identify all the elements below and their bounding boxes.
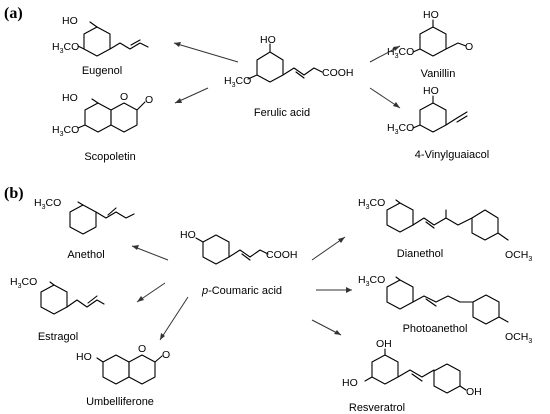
- photoanethol-och3: OCH3: [505, 331, 532, 345]
- eugenol-h3co: H3CO: [52, 41, 79, 55]
- photoanethol-label: Photoanethol: [403, 323, 468, 335]
- vinylguaiacol-label: 4-Vinylguaiacol: [415, 149, 489, 161]
- anethol-structure: H3CO: [34, 197, 135, 235]
- ferulic-h3co: H3CO: [224, 75, 251, 89]
- coumaric-ho: HO: [180, 229, 196, 241]
- vanillin-o: O: [465, 41, 473, 53]
- photoanethol-h3co: H3CO: [358, 274, 385, 288]
- umbelliferone-ho: HO: [76, 351, 92, 363]
- dianethol-label: Dianethol: [397, 248, 443, 260]
- ferulic-acid-structure: HO H3CO COOH: [224, 34, 354, 89]
- coumaric-cooh: COOH: [266, 249, 298, 261]
- scopoletin-structure: HO O O H3CO: [52, 91, 153, 138]
- vinylguaiacol-h3co: H3CO: [387, 122, 414, 136]
- panel-b-label: (b): [4, 185, 24, 202]
- scopoletin-ring-o: O: [120, 91, 128, 103]
- ferulic-acid-label: Ferulic acid: [254, 107, 310, 119]
- anethol-label: Anethol: [67, 249, 104, 261]
- estragol-h3co: H3CO: [10, 276, 37, 290]
- panel-b-arrows: [131, 236, 352, 341]
- panel-a-label: (a): [4, 5, 23, 22]
- umbelliferone-label: Umbelliferone: [86, 396, 154, 408]
- estragol-label: Estragol: [38, 331, 78, 343]
- resveratrol-ho: HO: [342, 377, 358, 389]
- ferulic-cooh: COOH: [322, 67, 354, 79]
- coumaric-acid-label: p-Coumaric acid: [201, 285, 282, 297]
- scopoletin-label: Scopoletin: [84, 151, 135, 163]
- resveratrol-label: Resveratrol: [349, 402, 405, 414]
- photoanethol-structure: H3CO OCH3: [358, 274, 532, 345]
- umbelliferone-carbonyl-o: O: [162, 349, 170, 361]
- resveratrol-oh-right: OH: [466, 386, 482, 398]
- vinylguaiacol-structure: HO H3CO: [387, 85, 468, 136]
- vinylguaiacol-oh: HO: [423, 85, 439, 97]
- umbelliferone-structure: HO O O: [76, 343, 170, 385]
- vanillin-ho: HO: [423, 9, 439, 21]
- estragol-structure: H3CO: [10, 276, 105, 315]
- eugenol-ho: HO: [62, 15, 78, 27]
- dianethol-structure: H3CO OCH3: [358, 197, 532, 263]
- anethol-h3co: H3CO: [34, 197, 61, 211]
- panel-a-arrows: [173, 42, 401, 109]
- vanillin-label: Vanillin: [421, 68, 456, 80]
- scopoletin-h3co: H3CO: [52, 124, 79, 138]
- vanillin-h3co: H3CO: [387, 46, 414, 60]
- resveratrol-oh-top: OH: [376, 338, 392, 350]
- coumaric-acid-structure: HO COOH: [180, 229, 298, 265]
- dianethol-h3co: H3CO: [358, 197, 385, 211]
- resveratrol-structure: OH HO OH: [342, 338, 482, 398]
- dianethol-och3: OCH3: [505, 249, 532, 263]
- ferulic-ho: HO: [260, 34, 276, 46]
- scopoletin-ho: HO: [62, 92, 78, 104]
- vanillin-structure: HO O H3CO: [387, 9, 473, 60]
- eugenol-structure: HO H3CO: [52, 15, 149, 57]
- umbelliferone-ring-o: O: [138, 343, 146, 355]
- scopoletin-carbonyl-o: O: [145, 94, 153, 106]
- eugenol-label: Eugenol: [82, 65, 122, 77]
